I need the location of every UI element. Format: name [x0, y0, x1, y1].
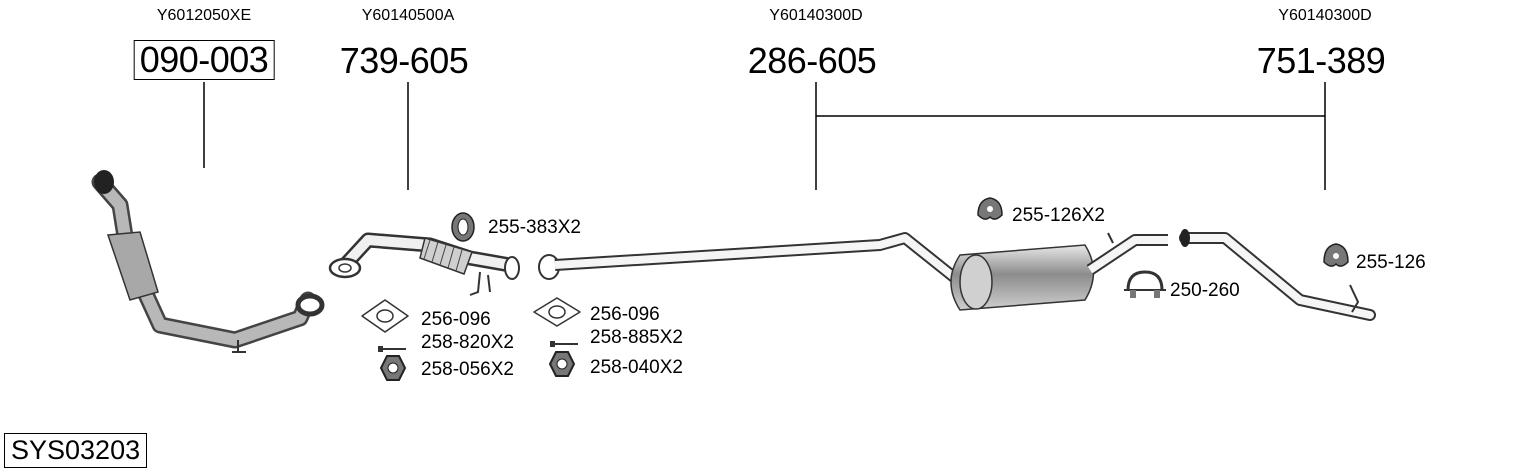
system-id: SYS03203	[4, 433, 148, 468]
nut-icon-2	[548, 351, 576, 377]
rear-pipe	[1179, 229, 1376, 321]
part-number[interactable]: 751-389	[1256, 40, 1386, 81]
flex-pipe	[328, 232, 520, 296]
hanger-icon	[977, 197, 1003, 220]
accessory-label[interactable]: 258-885X2	[590, 327, 683, 348]
accessory-label[interactable]: 255-126	[1356, 252, 1426, 273]
leader-lines	[203, 82, 1326, 190]
gasket-icon	[361, 299, 409, 333]
clamp-icon	[1124, 270, 1166, 298]
accessory-label[interactable]: 255-126X2	[1012, 205, 1105, 226]
accessory-label[interactable]: 258-056X2	[421, 359, 514, 380]
bolt-icon	[378, 346, 406, 352]
oe-code: Y60140300D	[1278, 7, 1372, 24]
rubber-mount-icon	[451, 212, 475, 242]
bolt-icon-2	[550, 341, 578, 347]
gasket-icon-2	[533, 297, 581, 327]
middle-silencer	[538, 232, 1168, 311]
oe-code: Y6012050XE	[156, 7, 252, 24]
accessory-label[interactable]: 258-820X2	[421, 332, 514, 353]
accessory-label[interactable]: 255-383X2	[488, 217, 581, 238]
part-number[interactable]: 739-605	[339, 40, 469, 81]
accessory-label[interactable]: 256-096	[421, 309, 491, 330]
hanger-icon-2	[1323, 243, 1349, 267]
part-number[interactable]: 286-605	[747, 40, 877, 81]
nut-icon	[379, 355, 407, 381]
oe-code: Y60140500A	[361, 7, 455, 24]
accessory-label[interactable]: 258-040X2	[590, 357, 683, 378]
accessory-label[interactable]: 250-260	[1170, 280, 1240, 301]
accessory-label[interactable]: 256-096	[590, 304, 660, 325]
oe-code: Y60140300D	[769, 7, 863, 24]
catalytic-converter	[91, 170, 325, 353]
part-number[interactable]: 090-003	[133, 40, 275, 80]
